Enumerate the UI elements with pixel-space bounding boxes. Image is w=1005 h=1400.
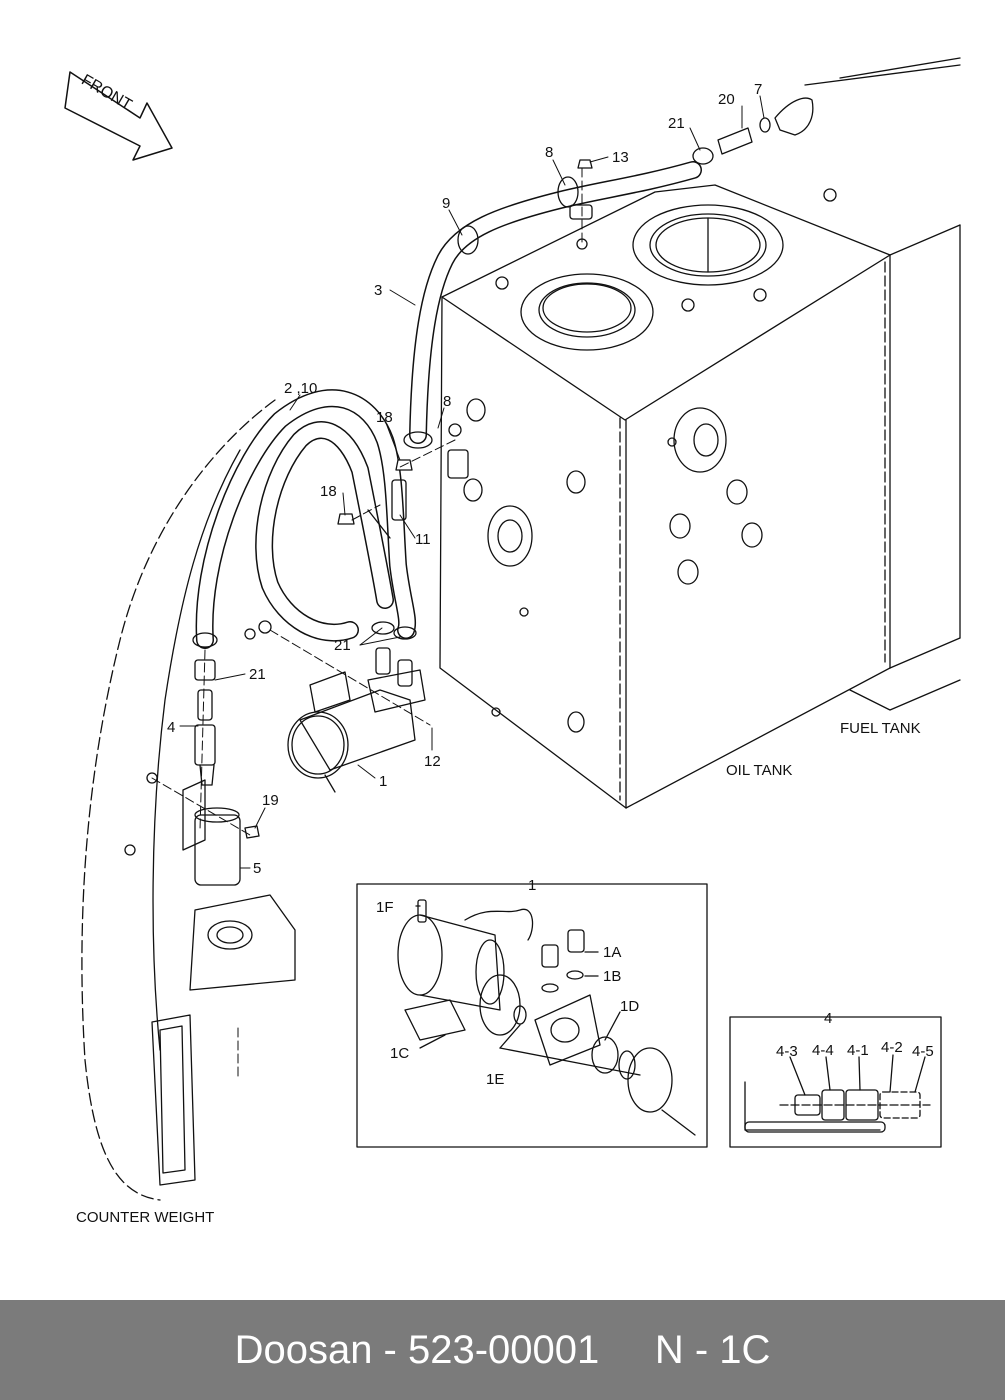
callout-21-left: 21 xyxy=(249,666,266,683)
front-arrow-icon xyxy=(64,71,173,161)
detail-fitting-4-5: 4-5 xyxy=(912,1043,934,1060)
callout-18-upper: 18 xyxy=(376,409,393,426)
tank-side-bosses xyxy=(463,398,763,733)
tank-body xyxy=(439,57,961,809)
detail-box-pump xyxy=(356,883,708,1148)
detail-box-fitting xyxy=(729,1016,942,1148)
callout-8-mid: 8 xyxy=(443,393,451,410)
callout-20: 20 xyxy=(718,91,735,108)
footer-bar: Doosan - 523-00001 N - 1C xyxy=(0,1300,1005,1400)
callout-5: 5 xyxy=(253,860,261,877)
callout-3: 3 xyxy=(374,282,382,299)
clamp-brackets xyxy=(337,159,593,539)
label-oil-tank: OIL TANK xyxy=(726,762,792,779)
footer-separator: - xyxy=(372,1327,408,1372)
leader-lines xyxy=(179,95,765,869)
callout-11: 11 xyxy=(415,531,431,548)
callout-13: 13 xyxy=(612,149,629,166)
detail-pump-1B: 1B xyxy=(603,968,621,985)
detail-pump-1F: 1F xyxy=(376,899,394,916)
detail-pump-1D: 1D xyxy=(620,998,639,1015)
detail-fitting-4-2: 4-2 xyxy=(881,1039,903,1056)
detail-pump-1C: 1C xyxy=(390,1045,409,1062)
callout-2-10: 2 ,10 xyxy=(284,380,317,397)
detail-fitting-title: 4 xyxy=(824,1010,832,1027)
detail-fitting-4-4: 4-4 xyxy=(812,1042,834,1059)
detail-pump-1E: 1E xyxy=(486,1071,504,1088)
drain-fitting-4 xyxy=(194,659,216,786)
detail-pump-1A: 1A xyxy=(603,944,621,961)
hose-3 xyxy=(403,161,702,449)
fuel-pump xyxy=(287,621,426,793)
callout-7: 7 xyxy=(754,81,762,98)
callout-18-lower: 18 xyxy=(320,483,337,500)
footer-reference: N - 1C xyxy=(654,1327,771,1372)
counter-weight-outline xyxy=(81,399,296,1201)
callout-4: 4 xyxy=(167,719,175,736)
detail-fitting-4-1: 4-1 xyxy=(847,1042,869,1059)
callout-9: 9 xyxy=(442,195,450,212)
exploded-parts-diagram: FRONT FUEL TANK OIL TANK COUNTER WEIGHT … xyxy=(64,57,961,1226)
alignment-lines xyxy=(151,167,583,1081)
detail-pump-title: 1 xyxy=(528,877,536,894)
fitting-20-7 xyxy=(692,97,814,165)
cup-5 xyxy=(182,779,260,886)
hose-2-10 xyxy=(192,389,417,649)
callout-1: 1 xyxy=(379,773,387,790)
callout-21-top: 21 xyxy=(668,115,685,132)
callout-21-mid: 21 xyxy=(334,637,351,654)
label-fuel-tank: FUEL TANK xyxy=(840,720,921,737)
footer-part-number: 523-00001 xyxy=(407,1327,600,1372)
label-counter-weight: COUNTER WEIGHT xyxy=(76,1209,214,1226)
callout-19: 19 xyxy=(262,792,279,809)
footer-brand: Doosan xyxy=(234,1327,373,1372)
callout-12: 12 xyxy=(424,753,441,770)
footer-spacer xyxy=(599,1328,655,1373)
callout-8-top: 8 xyxy=(545,144,553,161)
detail-fitting-4-3: 4-3 xyxy=(776,1043,798,1060)
tank-top-ports xyxy=(495,188,837,351)
